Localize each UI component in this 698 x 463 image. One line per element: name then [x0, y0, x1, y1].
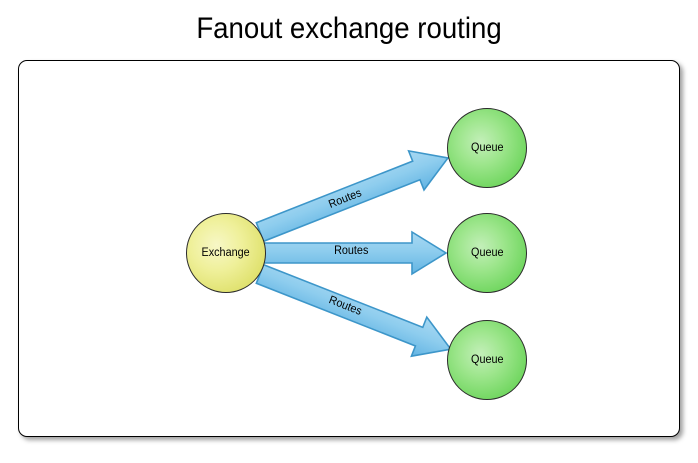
node-queue-1[interactable]: Queue: [447, 108, 527, 188]
node-exchange-label: Exchange: [201, 247, 251, 259]
node-queue-2[interactable]: Queue: [447, 213, 527, 293]
node-queue-2-label: Queue: [470, 247, 504, 259]
edge-label-routes-2: Routes: [334, 245, 369, 257]
node-queue-3-label: Queue: [470, 354, 504, 366]
page-title: Fanout exchange routing: [196, 12, 502, 45]
node-exchange[interactable]: Exchange: [186, 213, 266, 293]
node-queue-1-label: Queue: [470, 142, 504, 154]
node-queue-3[interactable]: Queue: [447, 320, 527, 400]
